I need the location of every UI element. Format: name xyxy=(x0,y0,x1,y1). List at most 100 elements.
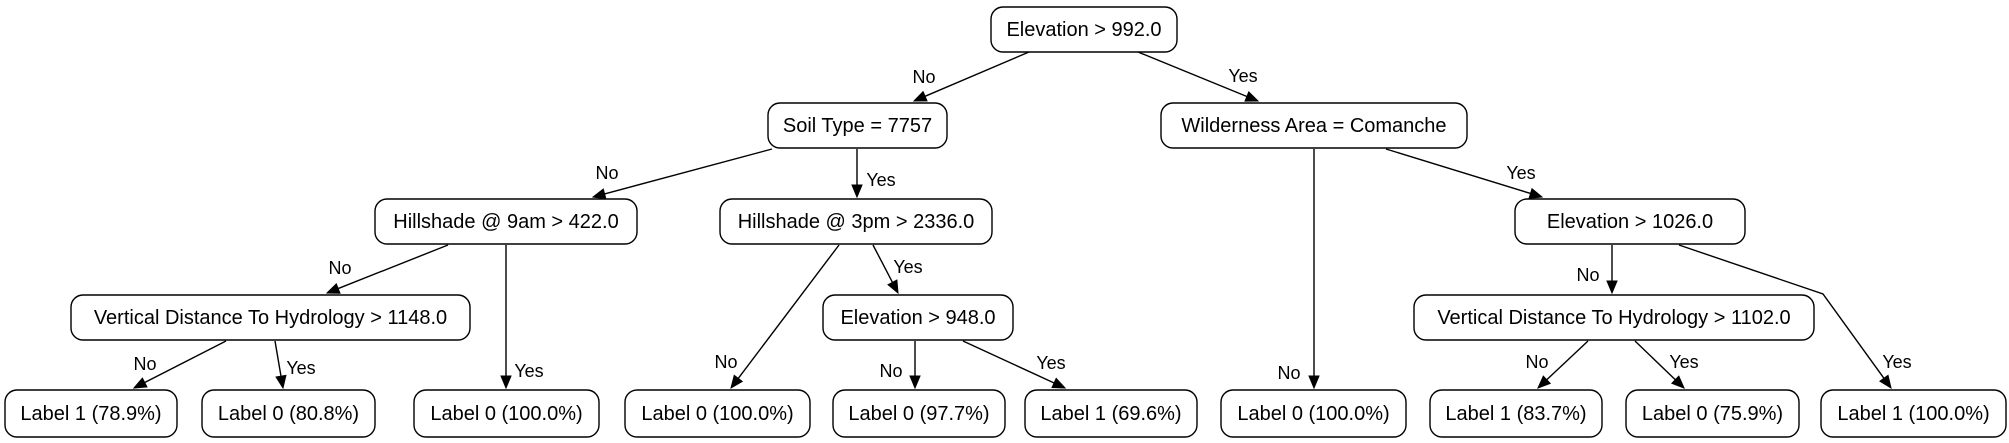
arrow-head-icon xyxy=(325,283,341,294)
leaf-label: Label 0 (100.0%) xyxy=(430,403,582,425)
edge-label: No xyxy=(1576,265,1599,285)
leaf-node-l7: Label 0 (100.0%) xyxy=(1220,389,1407,438)
decision-node-n9: Vertical Distance To Hydrology > 1102.0 xyxy=(1413,294,1815,341)
split-condition: Soil Type = 7757 xyxy=(783,115,932,137)
arrow-head-icon xyxy=(591,188,607,200)
decision-node-n7: Vertical Distance To Hydrology > 1148.0 xyxy=(70,294,471,341)
leaf-node-l10: Label 1 (100.0%) xyxy=(1820,389,2007,438)
node-box xyxy=(1820,389,2007,438)
edge-n8-to-l5: No xyxy=(879,341,921,390)
leaf-node-l6: Label 1 (69.6%) xyxy=(1024,389,1198,438)
leaf-label: Label 1 (78.9%) xyxy=(20,403,161,425)
edge-n1-to-n2: No xyxy=(912,51,1030,102)
edge-label: No xyxy=(912,67,935,87)
edge-n7-to-l1: No xyxy=(132,340,227,389)
edge-n6-to-l10: Yes xyxy=(1678,244,1912,390)
arrow-head-icon xyxy=(851,184,863,199)
node-box xyxy=(767,102,948,149)
arrow-head-icon xyxy=(500,375,512,390)
edge-label: Yes xyxy=(1228,66,1257,86)
arrow-head-icon xyxy=(1308,375,1320,390)
split-condition: Hillshade @ 9am > 422.0 xyxy=(393,211,618,233)
edge-label: Yes xyxy=(866,170,895,190)
leaf-node-l4: Label 0 (100.0%) xyxy=(624,389,811,438)
decision-node-n2: Soil Type = 7757 xyxy=(767,102,948,149)
edge-label: No xyxy=(595,163,618,183)
arrow-head-icon xyxy=(1244,90,1260,102)
edge-label: Yes xyxy=(1506,163,1535,183)
edge-label: No xyxy=(133,354,156,374)
edge-label: No xyxy=(1525,352,1548,372)
node-box xyxy=(1413,294,1815,341)
edge-label: Yes xyxy=(1036,353,1065,373)
arrow-head-icon xyxy=(1537,375,1552,389)
split-condition: Elevation > 1026.0 xyxy=(1547,211,1713,233)
edge-line xyxy=(1385,148,1531,195)
split-condition: Hillshade @ 3pm > 2336.0 xyxy=(738,211,975,233)
edge-n5-to-l4: No xyxy=(714,244,840,390)
node-box xyxy=(1625,389,1800,438)
edge-line xyxy=(274,340,282,377)
edge-n2-to-n4: No xyxy=(591,148,773,200)
node-box xyxy=(1220,389,1407,438)
edge-n8-to-l6: Yes xyxy=(962,340,1067,389)
split-condition: Vertical Distance To Hydrology > 1148.0 xyxy=(94,307,447,329)
node-box xyxy=(1514,198,1746,245)
split-condition: Elevation > 948.0 xyxy=(840,307,995,329)
decision-node-n5: Hillshade @ 3pm > 2336.0 xyxy=(719,198,993,245)
edge-label: Yes xyxy=(1669,352,1698,372)
split-condition: Elevation > 992.0 xyxy=(1006,19,1161,41)
decision-node-n8: Elevation > 948.0 xyxy=(822,294,1014,341)
arrow-head-icon xyxy=(132,377,148,389)
edge-label: No xyxy=(879,361,902,381)
leaf-label: Label 0 (100.0%) xyxy=(1237,403,1389,425)
edge-label: Yes xyxy=(514,361,543,381)
edge-label: No xyxy=(1277,363,1300,383)
edge-n9-to-l9: Yes xyxy=(1634,340,1699,389)
edge-line xyxy=(1137,51,1248,98)
edge-line xyxy=(604,148,773,195)
edge-line xyxy=(962,340,1055,384)
edge-n4-to-n7: No xyxy=(325,244,449,294)
edge-label: Yes xyxy=(286,358,315,378)
leaf-node-l5: Label 0 (97.7%) xyxy=(832,389,1006,438)
leaf-node-l3: Label 0 (100.0%) xyxy=(413,389,600,438)
node-box xyxy=(1024,389,1198,438)
edge-n1-to-n3: Yes xyxy=(1137,51,1260,102)
node-box xyxy=(822,294,1014,341)
arrow-head-icon xyxy=(1670,375,1685,389)
edge-line xyxy=(872,244,894,283)
node-box xyxy=(1429,389,1603,438)
edge-label: Yes xyxy=(1882,352,1911,372)
leaf-label: Label 0 (75.9%) xyxy=(1642,403,1783,425)
leaf-node-l8: Label 1 (83.7%) xyxy=(1429,389,1603,438)
arrow-head-icon xyxy=(1051,377,1067,389)
decision-node-n4: Hillshade @ 9am > 422.0 xyxy=(374,198,638,245)
arrow-head-icon xyxy=(1879,374,1892,390)
edge-n5-to-n8: Yes xyxy=(872,244,923,295)
node-box xyxy=(4,389,178,438)
decision-node-n3: Wilderness Area = Comanche xyxy=(1160,102,1468,149)
edge-line xyxy=(737,244,840,379)
leaf-label: Label 0 (80.8%) xyxy=(218,403,359,425)
edge-label: No xyxy=(328,258,351,278)
arrow-head-icon xyxy=(887,279,899,295)
leaf-label: Label 1 (83.7%) xyxy=(1445,403,1586,425)
leaf-node-l1: Label 1 (78.9%) xyxy=(4,389,178,438)
arrow-head-icon xyxy=(730,374,744,390)
edge-n3-to-l7: No xyxy=(1277,149,1320,390)
arrow-head-icon xyxy=(912,90,928,102)
edge-line xyxy=(1546,340,1589,381)
node-box xyxy=(1160,102,1468,149)
edge-n2-to-n5: Yes xyxy=(851,149,896,199)
edge-line xyxy=(337,244,449,290)
arrow-head-icon xyxy=(275,374,287,390)
leaf-label: Label 1 (100.0%) xyxy=(1837,403,1989,425)
edge-n7-to-l2: Yes xyxy=(274,340,316,390)
edge-label: Yes xyxy=(893,257,922,277)
node-box xyxy=(832,389,1006,438)
arrow-head-icon xyxy=(1606,280,1618,295)
